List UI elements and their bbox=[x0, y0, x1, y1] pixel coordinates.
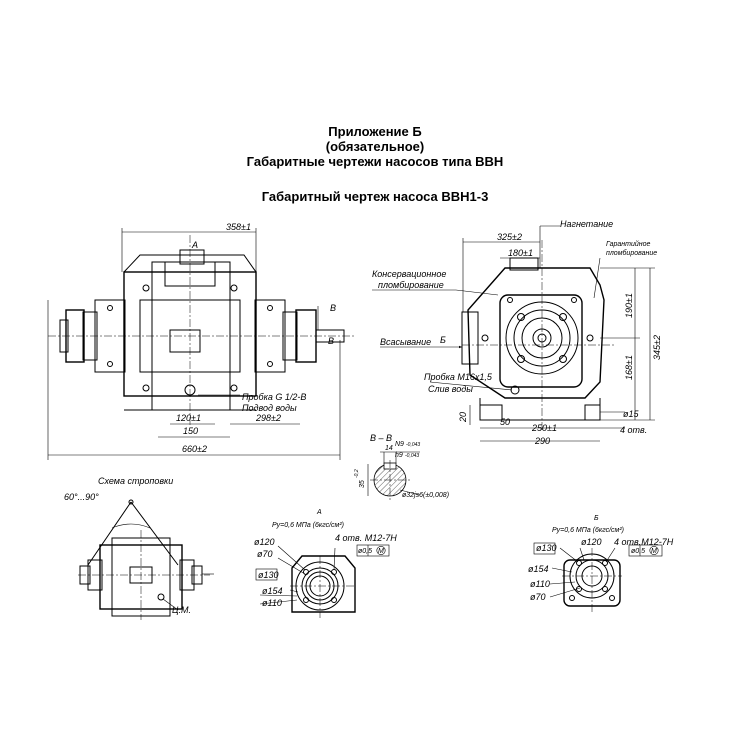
view-b-d120: ø120 bbox=[581, 537, 602, 547]
section-dim-14: 14 bbox=[385, 445, 393, 452]
side-dim-180: 180±1 bbox=[508, 248, 533, 258]
view-b-d130: ø130 bbox=[536, 543, 557, 553]
view-a-d110: ø110 bbox=[262, 598, 282, 608]
section-dim-35-sup: -0,2 bbox=[354, 469, 360, 478]
view-b bbox=[533, 542, 663, 612]
side-suction-label: Всасывание bbox=[380, 337, 431, 347]
front-dim-358: 358±1 bbox=[226, 222, 251, 232]
side-dim-290: 290 bbox=[534, 436, 550, 446]
view-b-tolerance: ø0,5 bbox=[631, 548, 645, 555]
side-preservation-label-2: пломбирование bbox=[378, 280, 444, 290]
side-dim-50: 50 bbox=[500, 417, 510, 427]
side-seal-label-2: пломбирование bbox=[606, 249, 657, 257]
appendix-title: Приложение Б bbox=[328, 124, 422, 139]
view-b-d70: ø70 bbox=[530, 592, 546, 602]
section-dim-h9: h9 bbox=[395, 452, 403, 459]
side-label-b: Б bbox=[440, 335, 446, 345]
section-bb bbox=[367, 451, 421, 500]
side-view bbox=[372, 225, 655, 442]
appendix-mandatory: (обязательное) bbox=[325, 139, 425, 154]
view-a-d70: ø70 bbox=[257, 549, 273, 559]
view-b-d154: ø154 bbox=[528, 564, 549, 574]
side-seal-label-1: Гарантийное bbox=[606, 240, 650, 248]
view-b-holes: 4 отв.М12-7Н bbox=[614, 537, 674, 547]
side-holes-label: 4 отв. bbox=[620, 425, 647, 435]
drawing-subtitle: Габаритный чертеж насоса ВВН1-3 bbox=[261, 189, 489, 204]
front-label-b: В bbox=[330, 303, 336, 313]
front-water-supply-label: Подвод воды bbox=[242, 403, 297, 413]
side-drain-label: Слив воды bbox=[428, 384, 473, 394]
view-b-title: Б bbox=[594, 515, 599, 522]
view-a bbox=[255, 544, 390, 618]
drawings-title: Габаритные чертежи насосов типа ВВН bbox=[246, 154, 504, 169]
section-dim-n9-sub: -0,043 bbox=[406, 442, 420, 448]
front-label-a: А bbox=[191, 240, 198, 250]
view-a-tolerance-modifier: M bbox=[378, 548, 384, 555]
section-bb-title: В – В bbox=[370, 433, 392, 443]
view-b-tolerance-modifier: M bbox=[651, 548, 657, 555]
section-dim-35: 35 bbox=[359, 480, 366, 488]
view-a-d154: ø154 bbox=[262, 586, 283, 596]
front-plug-label: Пробка G 1/2-В bbox=[242, 392, 306, 402]
view-a-title: А bbox=[316, 509, 322, 516]
view-b-pressure: Pу=0,6 МПа (6кгс/см²) bbox=[552, 527, 624, 534]
view-a-tolerance: ø0,5 bbox=[358, 548, 372, 555]
view-a-holes: 4 отв. М12-7Н bbox=[335, 533, 397, 543]
side-dim-190: 190±1 bbox=[624, 293, 634, 318]
view-a-pressure: Pу=0,6 МПа (6кгс/см²) bbox=[272, 522, 344, 529]
section-dim-h9-sub: -0,043 bbox=[405, 453, 419, 459]
front-view bbox=[47, 228, 355, 460]
side-dim-15: ø15 bbox=[623, 409, 640, 419]
side-preservation-label-1: Консервационное bbox=[372, 269, 446, 279]
front-dim-120: 120±1 bbox=[176, 413, 201, 423]
section-dim-32: ø32js6(±0,008) bbox=[402, 492, 449, 499]
view-a-d130: ø130 bbox=[258, 570, 279, 580]
sling-angle: 60°...90° bbox=[64, 492, 99, 502]
side-dim-250: 250±1 bbox=[531, 423, 557, 433]
view-a-d120: ø120 bbox=[254, 537, 275, 547]
front-label-b2: В bbox=[328, 336, 334, 346]
front-dim-660: 660±2 bbox=[182, 444, 207, 454]
front-dim-298: 298±2 bbox=[255, 413, 281, 423]
section-dim-n9: N9 bbox=[395, 441, 404, 448]
view-b-d110: ø110 bbox=[530, 579, 550, 589]
sling-cm: Ц.М. bbox=[172, 605, 191, 615]
side-dim-325: 325±2 bbox=[497, 232, 522, 242]
side-plug-label: Пробка М16х1,5 bbox=[424, 372, 493, 382]
side-dim-345: 345±2 bbox=[652, 335, 662, 360]
side-dim-20: 20 bbox=[458, 412, 468, 423]
sling-scheme bbox=[78, 499, 214, 620]
front-dim-150: 150 bbox=[183, 426, 198, 436]
side-discharge-label: Нагнетание bbox=[560, 219, 613, 229]
sling-title: Схема строповки bbox=[98, 476, 173, 486]
side-dim-168: 168±1 bbox=[624, 355, 634, 380]
